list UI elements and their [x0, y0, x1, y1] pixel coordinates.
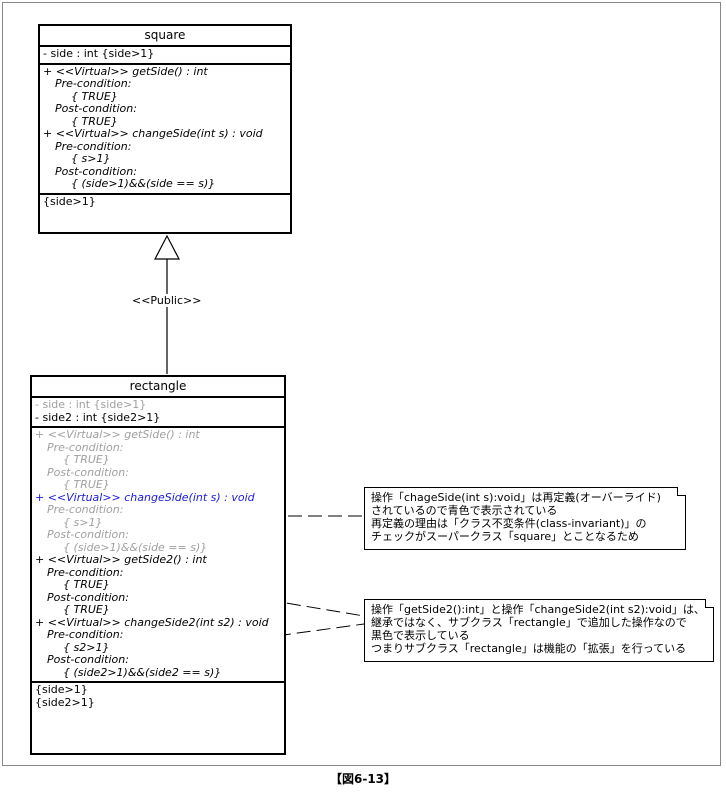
figure-caption: 【図6-13】 [329, 772, 397, 786]
operation-row: + <<Virtual>> changeSide2(int s2) : void [35, 615, 269, 629]
condition-row: { s>1} [71, 152, 111, 165]
invariant-row: {side2>1} [35, 695, 95, 709]
note-text-line: 黒色で表示している [371, 629, 470, 642]
note-override[interactable]: 操作「chageSide(int s):void」は再定義(オーバーライド)され… [364, 487, 686, 550]
class-rectangle-attributes: - side : int {side>1}- side2 : int {side… [32, 398, 284, 428]
note-text-line: されているので青色で表示されている [371, 504, 558, 517]
condition-row: { TRUE} [71, 114, 118, 128]
note-extension[interactable]: 操作「getSide2():int」と操作「changeSide2(int s2… [364, 599, 714, 662]
condition-row: { (side>1)&&(side == s)} [71, 177, 216, 190]
note-text-line: 操作「getSide2():int」と操作「changeSide2(int s2… [371, 603, 705, 616]
generalization-arrowhead [154, 234, 180, 260]
note-text-line: 操作「chageSide(int s):void」は再定義(オーバーライド) [371, 491, 661, 504]
generalization-stereotype: <<Public>> [131, 294, 203, 307]
note-fold-corner [677, 487, 686, 496]
note-text-line: つまりサブクラス「rectangle」は機能の「拡張」を行っている [371, 642, 687, 655]
attribute-row: - side : int {side>1} [35, 398, 147, 411]
class-rectangle[interactable]: rectangle - side : int {side>1}- side2 :… [30, 375, 286, 755]
note-fold-corner [705, 599, 714, 608]
condition-row: { s>1} [63, 515, 103, 529]
condition-row: { (side2>1)&&(side2 == s)} [63, 665, 222, 679]
class-square[interactable]: square - side : int {side>1} + <<Virtual… [38, 24, 292, 234]
note-text-line: チェックがスーパークラス「square」とことなるため [371, 530, 639, 543]
operation-row: + <<Virtual>> changeSide(int s) : void [35, 490, 255, 504]
class-rectangle-invariants: {side>1}{side2>1} [32, 683, 284, 711]
attribute-row: - side2 : int {side2>1} [35, 410, 161, 424]
condition-row: Pre-condition: [55, 139, 132, 153]
class-square-invariants: {side>1} [40, 195, 290, 211]
condition-row: { TRUE} [63, 578, 110, 591]
operation-row: + <<Virtual>> changeSide(int s) : void [43, 127, 263, 140]
condition-row: Post-condition: [47, 590, 129, 604]
condition-row: Pre-condition: [47, 628, 124, 641]
condition-row: Pre-condition: [55, 77, 132, 90]
note-text-line: 継承ではなく、サブクラス「rectangle」で追加した操作なので [371, 616, 687, 629]
condition-row: { TRUE} [63, 603, 110, 616]
operation-row: + <<Virtual>> getSide2() : int [35, 553, 207, 566]
condition-row: { TRUE} [71, 89, 118, 103]
condition-row: { (side>1)&&(side == s)} [63, 540, 208, 554]
condition-row: Post-condition: [47, 465, 129, 479]
note-text-line: 再定義の理由は「クラス不変条件(class-invariant)」の [371, 517, 647, 530]
condition-row: Post-condition: [47, 528, 129, 541]
class-square-attributes: - side : int {side>1} [40, 47, 290, 65]
condition-row: Post-condition: [47, 653, 129, 666]
condition-row: { s2>1} [63, 640, 110, 654]
condition-row: Post-condition: [55, 102, 137, 115]
class-rectangle-name: rectangle [32, 377, 284, 398]
condition-row: { TRUE} [63, 453, 110, 466]
condition-row: { TRUE} [63, 478, 110, 491]
condition-row: Pre-condition: [47, 565, 124, 579]
condition-row: Post-condition: [55, 164, 137, 178]
condition-row: Pre-condition: [47, 503, 124, 516]
attribute-row: - side : int {side>1} [43, 47, 155, 60]
condition-row: Pre-condition: [47, 440, 124, 454]
invariant-row: {side>1} [35, 683, 88, 696]
class-square-name: square [40, 26, 290, 47]
operation-row: + <<Virtual>> getSide() : int [35, 428, 200, 441]
operation-row: + <<Virtual>> getSide() : int [43, 64, 208, 78]
invariant-row: {side>1} [43, 194, 96, 208]
